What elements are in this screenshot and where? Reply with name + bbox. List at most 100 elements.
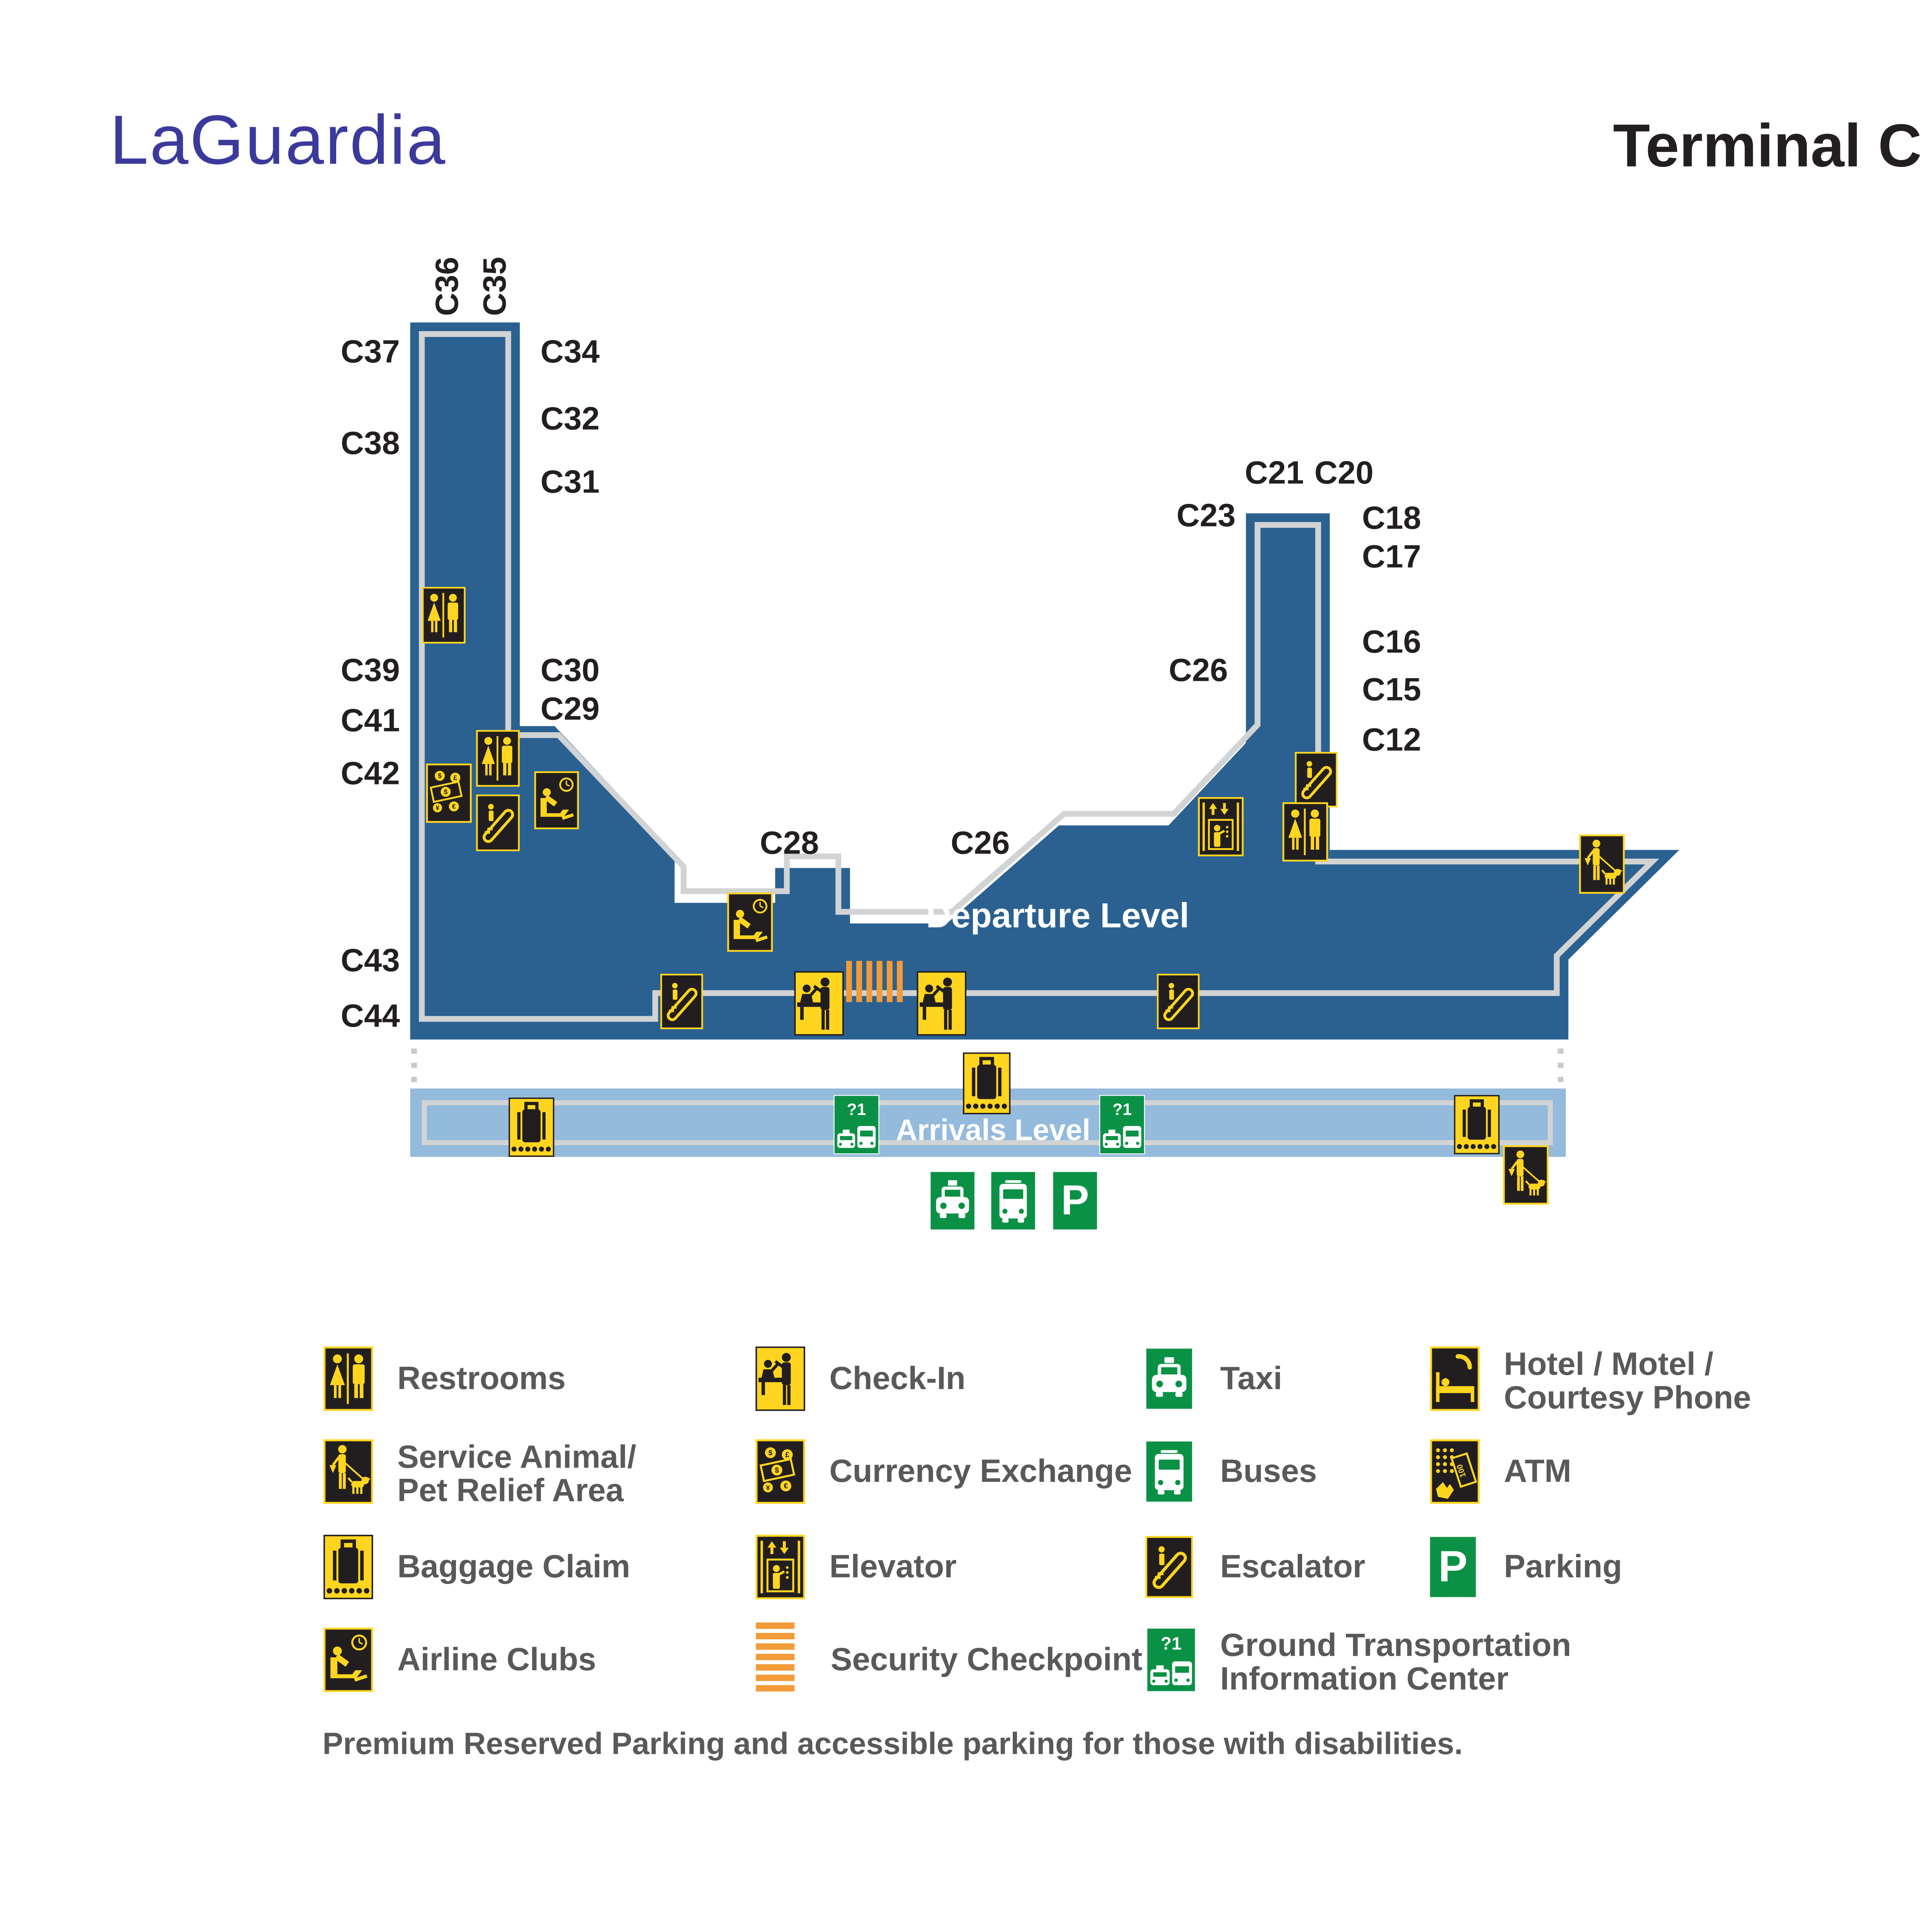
gate-label-C32: C32 xyxy=(541,400,600,436)
legend-label-check-in: Check-In xyxy=(829,1360,965,1396)
legend-item-escalator: Escalator xyxy=(1146,1537,1366,1597)
gate-label-C26: C26 xyxy=(951,825,1010,861)
legend: Restrooms Check-In Taxi Hotel / Motel /Cour… xyxy=(324,1345,1751,1696)
legend-item-restrooms: Restrooms xyxy=(325,1347,566,1410)
legend-item-check-in: Check-In xyxy=(756,1347,966,1410)
escalator-icon xyxy=(1296,753,1337,806)
baggage-icon xyxy=(1455,1096,1499,1154)
legend-item-service-animal-pet-relief-area: Service Animal/Pet Relief Area xyxy=(325,1438,636,1508)
baggage-icon xyxy=(324,1536,372,1599)
legend-label-currency-exchange: Currency Exchange xyxy=(829,1452,1132,1489)
baggage-icon xyxy=(509,1098,554,1156)
checkin-icon xyxy=(917,972,966,1035)
club-icon xyxy=(535,772,578,828)
restroom-icon xyxy=(423,588,464,643)
elevator-icon xyxy=(1199,798,1243,855)
gate-label-C23: C23 xyxy=(1177,497,1236,533)
terminal-map: Departure Level Arrivals Level C36 C35C37… xyxy=(341,257,1679,1231)
legend-item-taxi: Taxi xyxy=(1145,1347,1282,1410)
legend-item-baggage-claim: Baggage Claim xyxy=(324,1536,630,1599)
legend-item-security-checkpoint: Security Checkpoint xyxy=(756,1622,1142,1692)
escalator-icon xyxy=(661,975,702,1028)
gate-label-C37: C37 xyxy=(341,333,400,369)
gate-label-C41: C41 xyxy=(341,702,400,738)
legend-label-escalator: Escalator xyxy=(1220,1548,1366,1584)
parking-icon xyxy=(1052,1171,1098,1231)
legend-label-ground-transportation-information-center-line1: Ground Transportation xyxy=(1220,1627,1571,1663)
parking-icon xyxy=(1429,1536,1477,1598)
gt-icon xyxy=(1146,1628,1196,1692)
gate-label-C17: C17 xyxy=(1362,538,1421,575)
legend-label-service-animal-pet-relief-area-line2: Pet Relief Area xyxy=(397,1472,624,1508)
gate-label-C31: C31 xyxy=(541,463,600,500)
laguardia-logo: LaGuardia xyxy=(110,101,447,179)
bus-icon xyxy=(990,1171,1036,1231)
restroom-icon xyxy=(1283,803,1327,861)
gate-label-C12: C12 xyxy=(1362,721,1421,758)
legend-item-parking: Parking xyxy=(1429,1536,1622,1598)
legend-item-atm: ATM xyxy=(1431,1440,1571,1503)
gate-label-C20: C20 xyxy=(1315,454,1374,491)
security-h-icon xyxy=(756,1622,795,1692)
gate-label-C21: C21 xyxy=(1245,454,1304,491)
page-title: Terminal C xyxy=(1613,112,1922,180)
gate-label-C29: C29 xyxy=(541,690,600,726)
elevator-icon xyxy=(757,1536,804,1599)
gate-label-C36: C36 xyxy=(429,257,465,316)
gt-icon xyxy=(833,1095,879,1155)
hotel-icon xyxy=(1431,1347,1479,1410)
legend-label-taxi: Taxi xyxy=(1220,1360,1282,1396)
legend-label-service-animal-pet-relief-area-line1: Service Animal/ xyxy=(397,1438,636,1475)
taxi-icon xyxy=(930,1171,976,1231)
checkin-icon xyxy=(795,972,843,1035)
pet-icon xyxy=(1504,1146,1548,1204)
currency-icon xyxy=(427,764,471,822)
gate-label-C30: C30 xyxy=(541,651,600,688)
legend-label-ground-transportation-information-center-line2: Information Center xyxy=(1220,1660,1509,1696)
gate-label-C26: C26 xyxy=(1169,651,1228,688)
escalator-icon xyxy=(477,795,519,850)
gate-label-C42: C42 xyxy=(341,755,400,791)
legend-label-elevator: Elevator xyxy=(829,1548,956,1584)
legend-item-currency-exchange: Currency Exchange xyxy=(757,1440,1132,1503)
departure-inner-outline xyxy=(419,331,1660,1022)
legend-label-security-checkpoint: Security Checkpoint xyxy=(831,1641,1143,1677)
legend-label-restrooms: Restrooms xyxy=(397,1360,566,1396)
gate-label-C39: C39 xyxy=(341,651,400,688)
pet-icon xyxy=(1580,835,1624,893)
legend-label-parking: Parking xyxy=(1504,1548,1622,1584)
gate-label-C16: C16 xyxy=(1362,623,1421,660)
legend-item-airline-clubs: Airline Clubs xyxy=(325,1629,596,1691)
departure-level-label: Departure Level xyxy=(926,896,1189,935)
legend-label-baggage-claim: Baggage Claim xyxy=(397,1548,630,1584)
checkin-icon xyxy=(756,1347,804,1410)
baggage-icon xyxy=(964,1053,1010,1114)
gt-icon xyxy=(1099,1095,1145,1155)
restroom-icon xyxy=(477,731,519,786)
gate-label-C43: C43 xyxy=(341,942,400,978)
legend-label-hotel-motel-courtesy-phone-line1: Hotel / Motel / xyxy=(1504,1345,1713,1382)
pet-icon xyxy=(325,1440,372,1503)
gate-label-C38: C38 xyxy=(341,425,400,461)
atm-icon xyxy=(1431,1440,1479,1503)
arrivals-level-label: Arrivals Level xyxy=(896,1114,1090,1147)
legend-label-hotel-motel-courtesy-phone-line2: Courtesy Phone xyxy=(1504,1379,1751,1415)
parking-note: Premium Reserved Parking and accessible … xyxy=(323,1726,1463,1760)
escalator-icon xyxy=(1158,975,1199,1028)
gate-label-C28: C28 xyxy=(760,825,819,861)
legend-label-buses: Buses xyxy=(1220,1452,1317,1489)
gate-label-C18: C18 xyxy=(1362,499,1421,536)
gate-label-C15: C15 xyxy=(1362,671,1421,707)
taxi-icon xyxy=(1145,1347,1193,1410)
escalator-icon xyxy=(1146,1537,1192,1597)
legend-item-buses: Buses xyxy=(1145,1440,1317,1503)
legend-item-elevator: Elevator xyxy=(757,1536,957,1599)
restroom-icon xyxy=(325,1347,372,1410)
club-icon xyxy=(728,893,772,951)
gate-label-C34: C34 xyxy=(541,333,600,369)
legend-label-airline-clubs: Airline Clubs xyxy=(397,1641,596,1677)
gate-label-C35: C35 xyxy=(476,257,513,316)
